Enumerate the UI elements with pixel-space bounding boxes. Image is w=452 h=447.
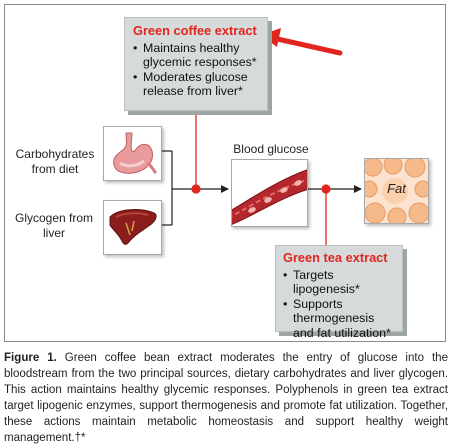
- blood-glucose-label: Blood glucose: [233, 142, 309, 156]
- fat-cells-image: Fat: [364, 158, 429, 224]
- green-coffee-title: Green coffee extract: [133, 23, 257, 38]
- blood-vessel-icon: [232, 160, 307, 226]
- coffee-bullet: Moderates glucose release from liver*: [133, 70, 261, 99]
- tea-bullet: Supports thermogenesis and fat utilizati…: [283, 297, 398, 341]
- liver-image: [103, 200, 162, 255]
- figure-caption: Figure 1. Green coffee bean extract mode…: [4, 350, 448, 447]
- caption-text: Green coffee bean extract moderates the …: [4, 352, 448, 445]
- coffee-bullet: Maintains healthy glycemic responses*: [133, 41, 261, 70]
- figure-label: Figure 1.: [4, 352, 57, 364]
- stomach-icon: [113, 132, 158, 175]
- blood-vessel-image: [231, 159, 308, 227]
- tea-inhibition-node: [321, 184, 331, 194]
- coffee-inhibition-node: [191, 184, 201, 194]
- highlight-arrow: [261, 28, 343, 56]
- glycogen-label: Glycogen from liver: [14, 211, 94, 240]
- stomach-image: [103, 126, 162, 181]
- green-coffee-callout: Green coffee extract Maintains healthy g…: [124, 17, 268, 111]
- tea-bullet: Targets lipogenesis*: [283, 268, 398, 297]
- carbohydrates-label: Carbohydrates from diet: [15, 147, 95, 176]
- fat-label: Fat: [387, 181, 406, 196]
- green-tea-callout: Green tea extract Targets lipogenesis* S…: [275, 245, 403, 340]
- fat-cells-icon: [365, 159, 428, 223]
- green-tea-title: Green tea extract: [283, 250, 388, 265]
- liver-icon: [109, 209, 157, 245]
